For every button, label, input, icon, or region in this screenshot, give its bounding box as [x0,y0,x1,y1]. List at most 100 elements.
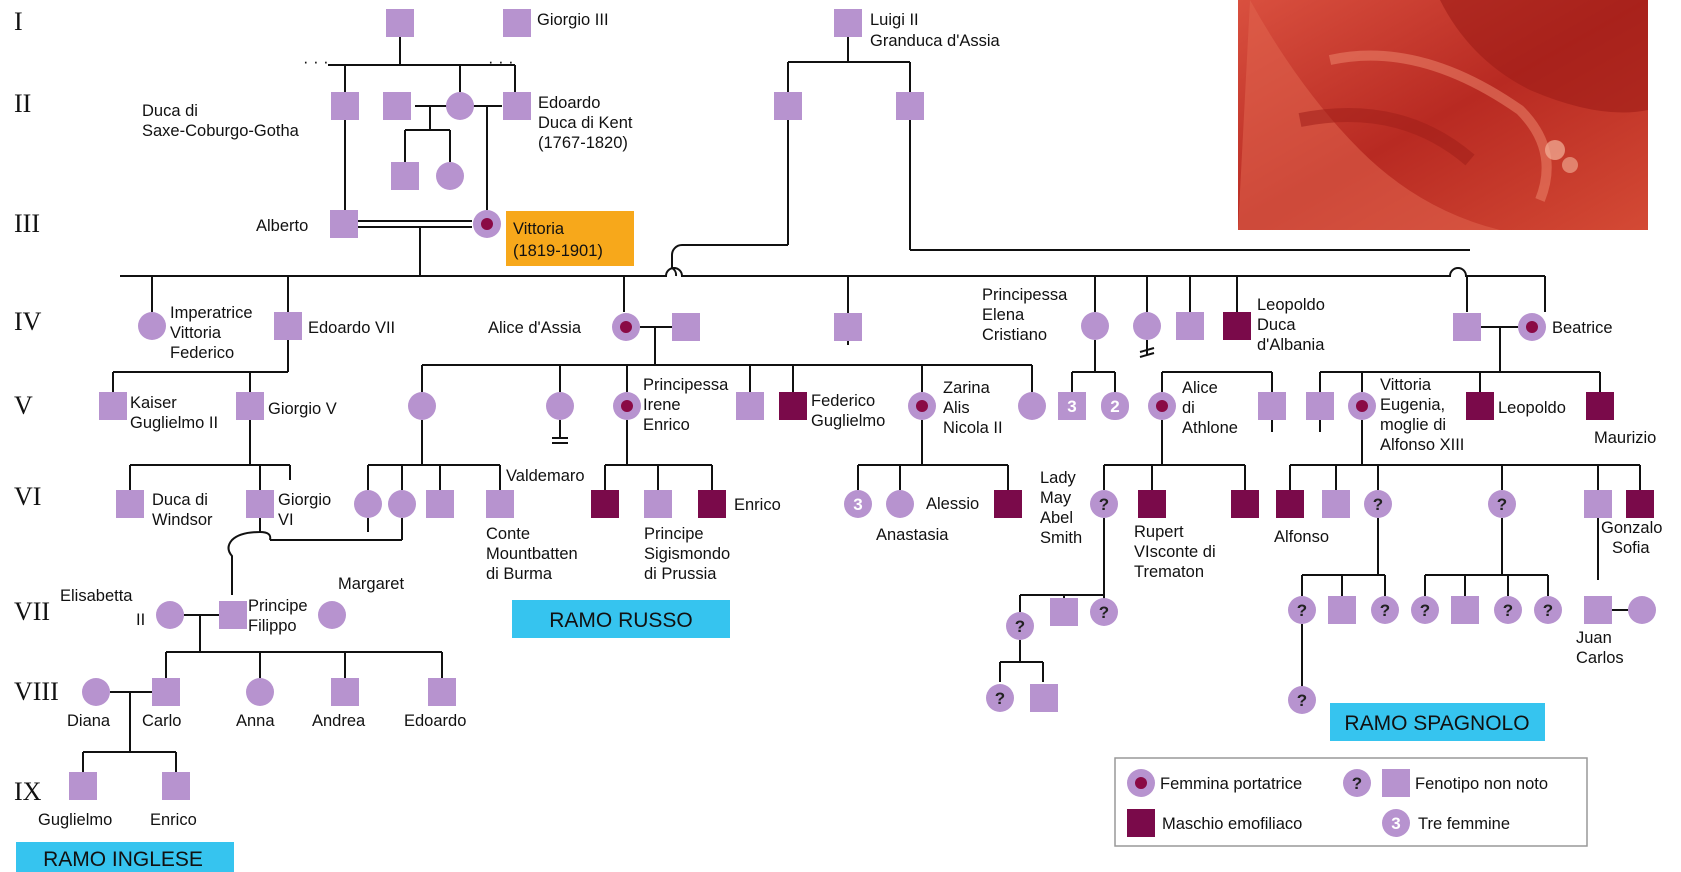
square-luigi-ii [834,9,862,37]
square-gen2-sib1 [391,162,419,190]
legend-carrier-label: Femmina portatrice [1160,775,1302,793]
person-name: Kaiser [130,394,177,412]
person-name: Alfonso XIII [1380,436,1464,454]
person-name: di [1182,399,1195,417]
person-name: Filippo [248,617,297,635]
person-name: Giorgio [278,491,331,509]
person-name: Duca [1257,316,1296,334]
person-name: (1767-1820) [538,134,628,152]
person-name: Juan [1576,629,1612,647]
square-gen7-b [1050,598,1078,626]
person-name: moglie di [1380,416,1446,434]
person-name: Elisabetta [60,587,133,605]
carrier-dot [1156,400,1168,412]
gen-label: VIII [14,677,59,706]
circle-gen6-b [388,490,416,518]
legend-unknown-label: Fenotipo non noto [1415,775,1548,793]
person-name: Alice [1182,379,1218,397]
square-alfonso [1276,490,1304,518]
square-sigismondo [644,490,672,518]
square-gen5-e [1258,392,1286,420]
person-name: Anastasia [876,526,949,544]
circle-diana [82,678,110,706]
gen-label: V [14,391,33,420]
square-gen5-c [736,392,764,420]
person-name: Zarina [943,379,991,397]
person-name: Enrico [734,496,781,514]
square-gen7-e [1328,596,1356,624]
person-name: Alice d'Assia [488,319,582,337]
person-name: Leopoldo [1498,399,1566,417]
person-name: Enrico [150,811,197,829]
circle-imperatrice [138,312,166,340]
ellipsis: · · · [488,53,514,71]
person-name: Irene [643,396,681,414]
vittoria-highlight [506,211,634,266]
person-name: Alessio [926,495,979,513]
circle-gen6-a [354,490,382,518]
branch-english-box [16,842,234,872]
person-name: Vittoria [170,324,222,342]
person-name: Alberto [256,217,308,235]
circle-gen5-a [408,392,436,420]
circle-gen7-g [1411,596,1439,624]
portrait-photo [1238,0,1648,230]
circle-gen7-i [1494,596,1522,624]
person-name: Giorgio V [268,400,337,418]
person-name: Alfonso [1274,528,1329,546]
circle-gen7-d [1288,596,1316,624]
person-name: Trematon [1134,563,1204,581]
square-maurizio [1586,392,1614,420]
square-guglielmo [69,772,97,800]
square-filippo [219,601,247,629]
person-name: Rupert [1134,523,1184,541]
person-names: Giorgio III Luigi II Granduca d'Assia Du… [38,11,1662,829]
circle-three-daughters [844,490,872,518]
person-name: Giorgio III [537,11,609,29]
person-name: Windsor [152,511,213,529]
square-gen4-y [1176,312,1204,340]
person-name: di Burma [486,565,553,583]
carrier-dot [1356,400,1368,412]
square-two [1101,392,1129,420]
circle-gen5-d [1018,392,1046,420]
carrier-dot [916,400,928,412]
square-giorgio-v [236,392,264,420]
person-name: Alis [943,399,970,417]
person-name: Guglielmo II [130,414,218,432]
person-name: Beatrice [1552,319,1613,337]
ellipsis: · · · [303,53,329,71]
person-name: Federico [170,344,234,362]
person-name: Duca di [142,102,198,120]
square-enrico-ix [162,772,190,800]
carrier-dot [1135,777,1147,789]
circle-gen8-a [986,684,1014,712]
square-alessio [994,490,1022,518]
circle-anna [246,678,274,706]
circle-anastasia [886,490,914,518]
circle-gen7-a [1006,612,1034,640]
person-name: Diana [67,712,111,730]
circle-elisabetta [156,601,184,629]
square-gen6-h [1626,490,1654,518]
square-gen1-a [386,9,414,37]
person-name: Enrico [643,416,690,434]
person-name: Gonzalo [1601,519,1662,537]
unknown-label: ? [1099,495,1109,514]
person-name: Duca di [152,491,208,509]
branch-russian-box [512,600,730,638]
person-name: Lady [1040,469,1077,487]
person-name: Maurizio [1594,429,1656,447]
legend-hemophiliac-label: Maschio emofiliaco [1162,815,1302,833]
unknown-label: ? [995,689,1005,708]
person-name: Imperatrice [170,304,253,322]
person-name: di Prussia [644,565,717,583]
unknown-label: ? [1420,601,1430,620]
square-edoardo-vii [274,312,302,340]
unknown-label: ? [1015,617,1025,636]
person-name: Guglielmo [38,811,112,829]
person-name: Saxe-Coburgo-Gotha [142,122,300,140]
person-name: VIsconte di [1134,543,1216,561]
circle-margaret [318,601,346,629]
gen-label: I [14,7,23,36]
